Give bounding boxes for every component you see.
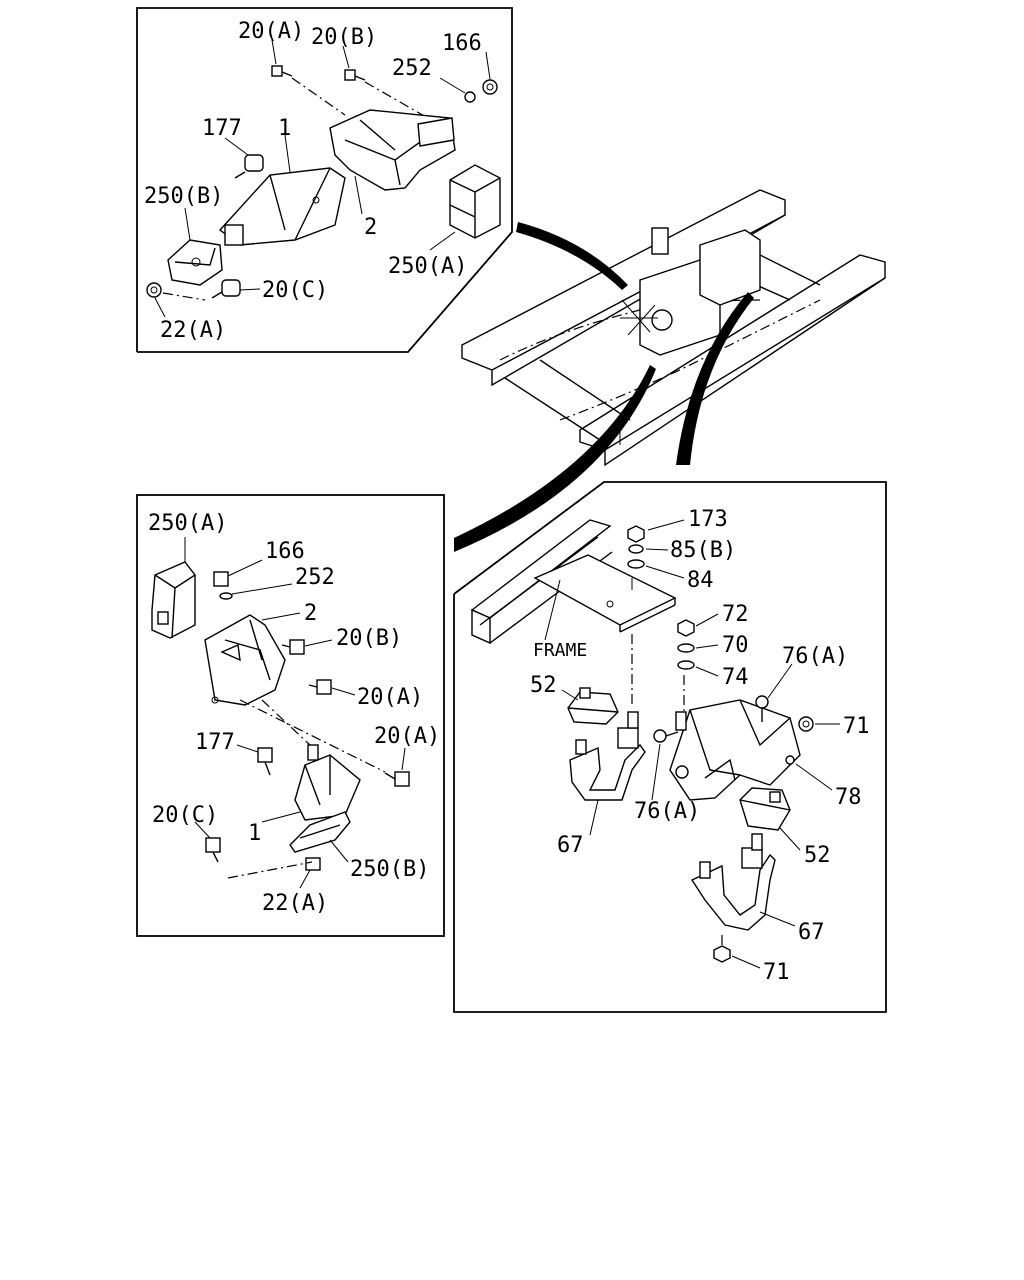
frame-label: FRAME [533,640,587,661]
callout-71: 71 [763,960,790,985]
mount-52-icon [739,787,791,831]
bolt-20a-icon [384,771,410,787]
callout-52: 52 [530,673,557,698]
callout-177: 177 [195,730,235,755]
right-detail-panel: FRAME 173 85(B) 84 72 70 74 76(A) 71 52 … [453,481,887,1013]
stopper-250a-icon [151,561,196,639]
callout-250b: 250(B) [350,857,429,882]
frame-rail-icon [470,519,677,645]
callout-20b: 20(B) [311,25,377,50]
callout-52: 52 [804,843,831,868]
bracket-67-icon [690,833,776,931]
bolt-20a-icon [271,65,293,77]
callout-20a: 20(A) [357,685,423,710]
callout-252: 252 [295,565,335,590]
bolt-20b-icon [281,639,305,655]
nut-166-icon [213,571,229,587]
callout-67: 67 [798,920,825,945]
connector-arc-left [454,365,656,552]
bolt-20c-icon [205,837,221,863]
callout-166: 166 [265,539,305,564]
washer-252-icon [219,592,233,600]
washer-74-icon [677,660,695,670]
plate-1-icon [294,744,361,821]
bolt-20b-icon [344,69,366,81]
callout-22a: 22(A) [160,318,226,343]
callout-250a: 250(A) [388,254,467,279]
washer-252-icon [464,91,476,103]
bracket-2-icon [204,614,286,706]
callout-252: 252 [392,56,432,81]
nut-71-icon [713,945,731,963]
bottom-left-detail-panel: 250(A) 166 252 2 20(B) 20(A) 20(A) 177 2… [136,494,445,937]
callout-20b: 20(B) [336,626,402,651]
nut-71-icon [798,716,814,732]
callout-166: 166 [442,31,482,56]
callout-2: 2 [364,215,377,240]
mount-250b-icon [289,811,351,853]
bolt-177-icon [257,747,273,776]
callout-70: 70 [722,633,749,658]
callout-177: 177 [202,116,242,141]
chassis-frame-overview [461,189,886,467]
nut-166-icon [482,79,498,95]
callout-74: 74 [722,665,749,690]
callout-250b: 250(B) [144,184,223,209]
callout-1: 1 [248,821,261,846]
plate-1-icon [218,167,346,246]
washer-70-icon [677,643,695,653]
bolt-76a-icon [755,695,769,722]
washer-85b-icon [628,544,644,554]
connector-arc-top [516,222,628,290]
top-left-detail-panel: 20(A) 20(B) 166 252 177 1 250(B) 2 250(A… [136,7,513,353]
mount-250b-icon [167,239,223,286]
crossmember-78-icon [669,699,801,801]
callout-76a: 76(A) [782,644,848,669]
nut-173-icon [627,525,645,543]
bracket-2-icon [329,109,456,191]
callout-20a: 20(A) [374,724,440,749]
bolt-76a-icon [653,729,679,743]
callout-85b: 85(B) [670,538,736,563]
washer-84-icon [627,559,645,569]
callout-67: 67 [557,833,584,858]
bolt-177-icon [234,154,264,179]
callout-76a: 76(A) [634,799,700,824]
callout-173: 173 [688,507,728,532]
mount-52-icon [567,687,619,725]
callout-2: 2 [304,601,317,626]
callout-20c: 20(C) [262,278,328,303]
nut-22a-icon [146,282,162,298]
stopper-250a-icon [449,164,501,239]
callout-20a: 20(A) [238,19,304,44]
callout-1: 1 [278,116,291,141]
bracket-67-icon [569,711,646,801]
callout-84: 84 [687,568,714,593]
callout-78: 78 [835,785,862,810]
bolt-20a-icon [308,679,332,695]
callout-20c: 20(C) [152,803,218,828]
callout-71: 71 [843,714,870,739]
nut-22a-icon [305,857,321,871]
bolt-20c-icon [211,279,241,299]
nut-72-icon [677,619,695,637]
callout-22a: 22(A) [262,891,328,916]
callout-250a: 250(A) [148,511,227,536]
connector-arc-right [676,292,754,465]
callout-72: 72 [722,602,749,627]
